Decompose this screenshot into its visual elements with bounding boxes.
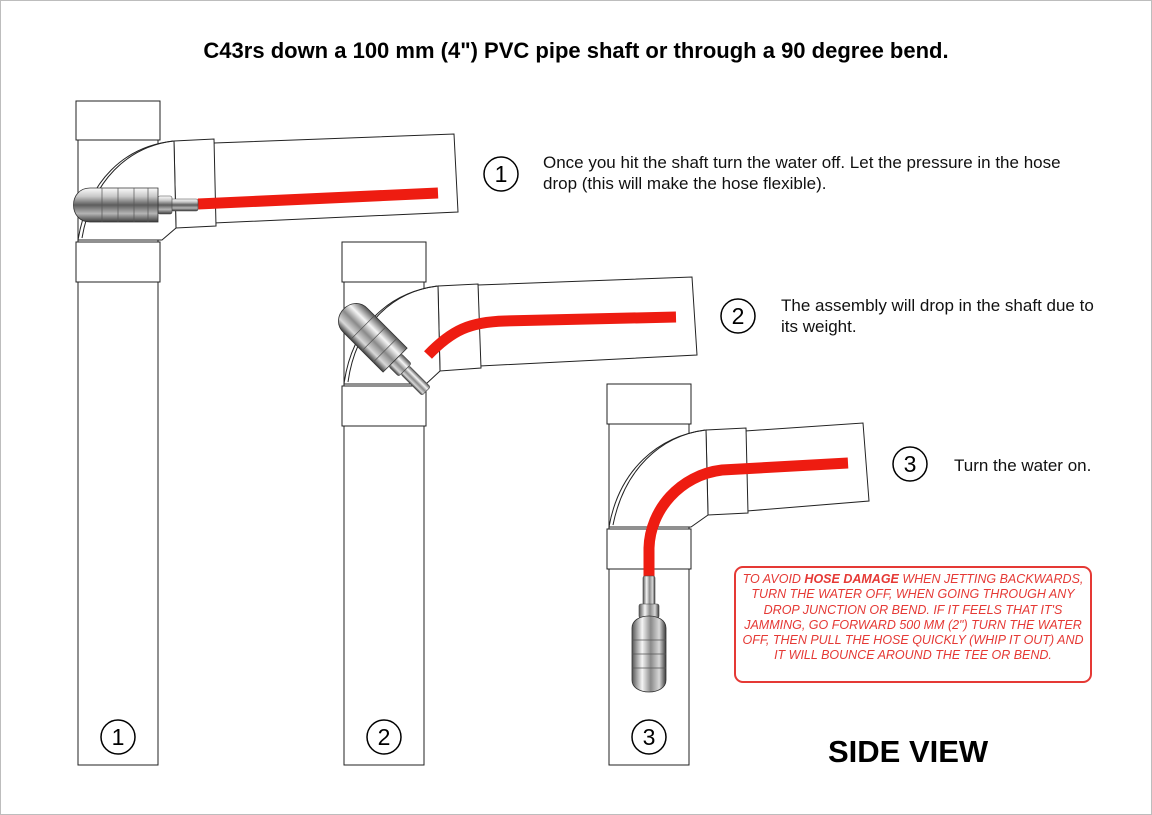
step-badge-2-label: 2: [732, 303, 745, 329]
hose-2: [424, 311, 677, 359]
hose-1: [197, 187, 439, 210]
warning-box: [734, 566, 1092, 683]
pipe-badge-3: 3: [631, 719, 667, 755]
pipe-badge-1-label: 1: [112, 724, 125, 750]
page-title: C43rs down a 100 mm (4") PVC pipe shaft …: [203, 38, 949, 63]
bend-curve-2: [347, 285, 438, 383]
step-2-description: The assembly will drop in the shaft due …: [781, 296, 1094, 336]
lower-coupler-2: [341, 385, 427, 427]
step-badge-1-label: 1: [495, 161, 508, 187]
bend-curve-3: [612, 429, 706, 526]
step-badge-1: 1: [483, 156, 519, 192]
jetter-nozzle-icon: [73, 187, 199, 223]
warning-text-before: TO AVOID: [742, 572, 805, 586]
lower-coupler-1: [75, 241, 161, 283]
step-3-description: Turn the water on.: [954, 456, 1092, 475]
jetter-nozzle-icon: [338, 303, 430, 395]
bend-coupler-1: [173, 138, 217, 229]
warning-text: TO AVOID HOSE DAMAGE WHEN JETTING BACKWA…: [740, 572, 1086, 664]
pipe-assembly-3: [606, 383, 870, 766]
top-coupler-1: [75, 100, 161, 141]
pipe-badge-2-label: 2: [378, 724, 391, 750]
view-label: SIDE VIEW: [828, 734, 989, 769]
top-coupler-2: [341, 241, 427, 283]
warning-text-after: WHEN JETTING BACKWARDS, TURN THE WATER O…: [742, 572, 1084, 663]
step-badge-3: 3: [892, 446, 928, 482]
bend-elbow-3: [608, 429, 709, 528]
horizontal-pipe-1: [213, 133, 459, 224]
step-badge-2: 2: [720, 298, 756, 334]
step-1-description: Once you hit the shaft turn the water of…: [543, 153, 1061, 193]
top-coupler-3: [606, 383, 692, 425]
jetter-nozzle-icon: [631, 575, 667, 693]
hose-3: [643, 457, 849, 578]
step-badge-3-label: 3: [904, 451, 917, 477]
pipe-badge-1: 1: [100, 719, 136, 755]
warning-emphasis: HOSE DAMAGE: [804, 572, 899, 586]
pipe-badge-2: 2: [366, 719, 402, 755]
pipe-badge-3-label: 3: [643, 724, 656, 750]
